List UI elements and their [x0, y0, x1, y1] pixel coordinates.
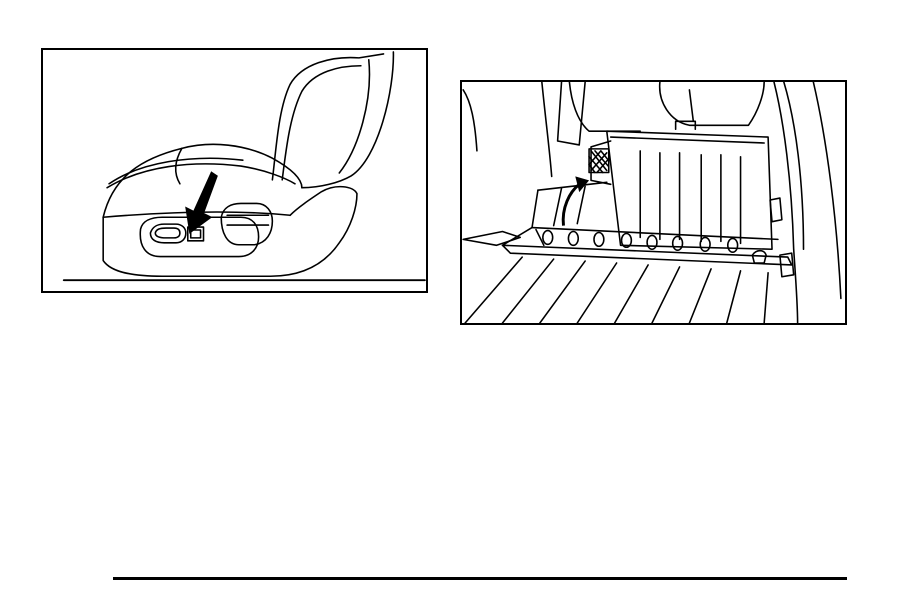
bottom-rule — [113, 577, 847, 580]
curved-arrow-icon — [563, 176, 589, 225]
cargo-floor-panel-illustration — [460, 80, 847, 325]
power-seat-control-illustration — [41, 48, 428, 293]
seat-control-drawing — [43, 50, 426, 291]
cargo-floor-drawing — [462, 82, 845, 323]
down-arrow-icon — [186, 172, 217, 233]
